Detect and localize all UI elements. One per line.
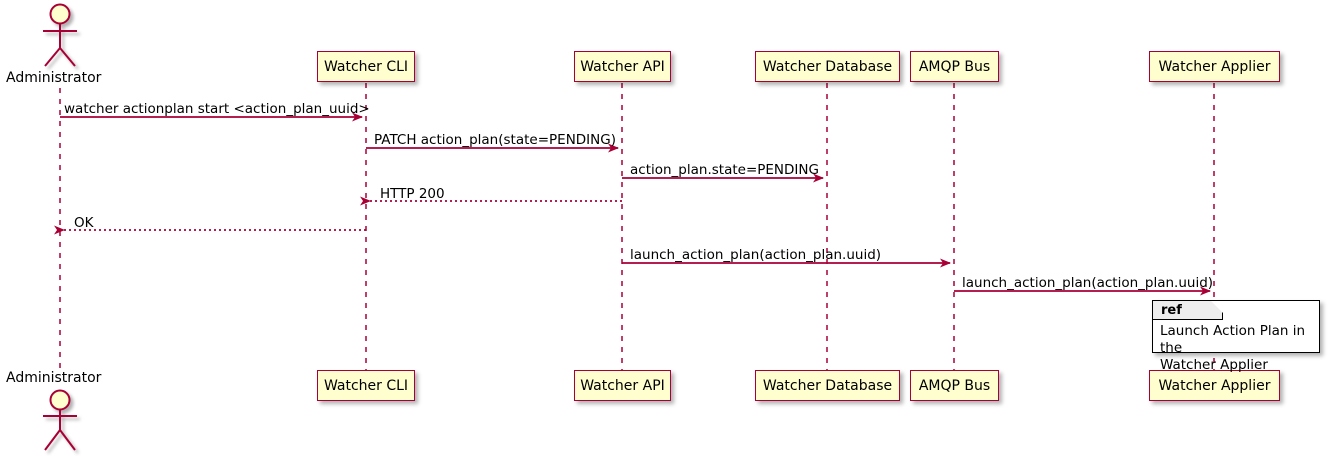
participant-box-watcher-api-top[interactable]: Watcher API <box>574 51 671 82</box>
participant-label: Watcher Applier <box>1158 377 1271 394</box>
ref-fragment[interactable]: ref Launch Action Plan in the Watcher Ap… <box>1152 300 1320 373</box>
participant-box-watcher-cli-bottom[interactable]: Watcher CLI <box>317 370 415 401</box>
participant-label: AMQP Bus <box>918 58 991 75</box>
actor-label-administrator-bottom: Administrator <box>6 370 102 386</box>
lifelines-group <box>59 83 1215 370</box>
participant-box-watcher-database-top[interactable]: Watcher Database <box>755 51 900 82</box>
message-label-3: action_plan.state=PENDING <box>630 162 819 178</box>
actor-administrator-top <box>43 3 77 67</box>
actor-label-administrator-top: Administrator <box>6 70 102 86</box>
participant-label: Watcher Applier <box>1158 58 1271 75</box>
participant-label: Watcher Database <box>762 377 893 394</box>
message-label-7: launch_action_plan(action_plan.uuid) <box>962 275 1214 291</box>
participant-label: Watcher API <box>580 377 665 394</box>
participant-label: Watcher Database <box>762 58 893 75</box>
message-label-2: PATCH action_plan(state=PENDING) <box>374 132 616 148</box>
participant-box-watcher-database-bottom[interactable]: Watcher Database <box>755 370 900 401</box>
ref-fragment-body: Launch Action Plan in the Watcher Applie… <box>1160 323 1306 373</box>
participant-label: Watcher CLI <box>323 377 409 394</box>
message-label-1: watcher actionplan start <action_plan_uu… <box>64 101 370 117</box>
participant-box-watcher-applier-top[interactable]: Watcher Applier <box>1149 51 1280 82</box>
message-label-5: OK <box>74 215 94 231</box>
participant-box-watcher-cli-top[interactable]: Watcher CLI <box>317 51 415 82</box>
participant-box-watcher-api-bottom[interactable]: Watcher API <box>574 370 671 401</box>
message-label-4: HTTP 200 <box>380 186 445 202</box>
participant-label: AMQP Bus <box>918 377 991 394</box>
participant-box-amqp-bus-top[interactable]: AMQP Bus <box>910 51 999 82</box>
participant-box-watcher-applier-bottom[interactable]: Watcher Applier <box>1149 370 1280 401</box>
ref-fragment-tab: ref <box>1153 301 1223 320</box>
message-arrows-group <box>54 112 1211 296</box>
participant-label: Watcher API <box>580 58 665 75</box>
participant-box-amqp-bus-bottom[interactable]: AMQP Bus <box>910 370 999 401</box>
actor-administrator-bottom <box>43 389 77 451</box>
message-label-6: launch_action_plan(action_plan.uuid) <box>630 247 882 263</box>
participant-label: Watcher CLI <box>323 58 409 75</box>
ref-fragment-tab-label: ref <box>1161 302 1182 318</box>
